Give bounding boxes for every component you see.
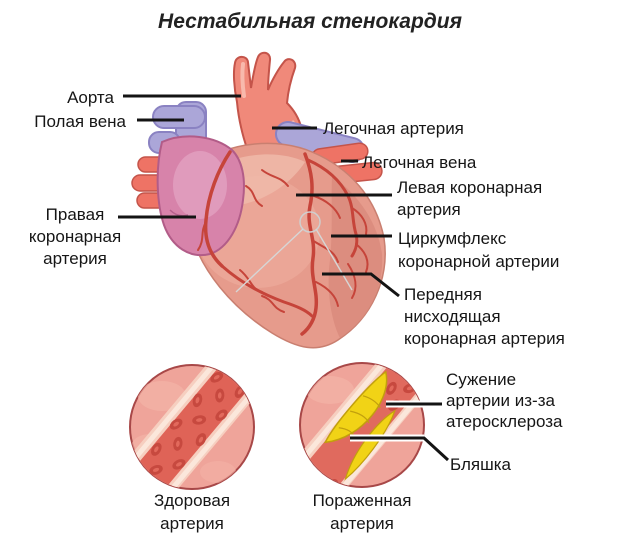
leader-lines (118, 94, 450, 462)
leader-line-anterior-descending (322, 272, 400, 298)
label-pulmonary-vein: Легочная вена (362, 153, 477, 172)
label-plaque: Бляшка (450, 455, 511, 474)
diagram-title: Нестабильная стенокардия (158, 10, 462, 33)
label-left-coronary-artery: Левая коронарная артерия (397, 178, 543, 219)
label-anterior-descending-artery: Передняя нисходящая коронарная артерия (404, 285, 565, 348)
label-aorta: Аорта (67, 88, 114, 107)
label-vena-cava: Полая вена (34, 112, 126, 131)
magnifier-circle (235, 211, 353, 293)
healthy-artery-illustration (129, 364, 255, 490)
right-atrium-shape (156, 135, 245, 257)
label-right-coronary-artery: Правая коронарная артерия (28, 205, 122, 268)
coronary-arteries (197, 150, 369, 336)
diseased-artery-illustration (299, 362, 425, 488)
caption-diseased-artery: Пораженная артерия (312, 491, 412, 533)
label-circumflex-artery: Циркумфлекс коронарной артерии (398, 229, 560, 271)
plaque-shape (323, 370, 396, 481)
label-pulmonary-artery: Легочная артерия (323, 119, 464, 138)
leader-line-plaque (350, 436, 450, 462)
caption-healthy-artery: Здоровая артерия (153, 491, 231, 533)
label-stenosis: Сужение артерии из-за атеросклероза (446, 370, 563, 431)
heart-illustration (131, 51, 386, 349)
